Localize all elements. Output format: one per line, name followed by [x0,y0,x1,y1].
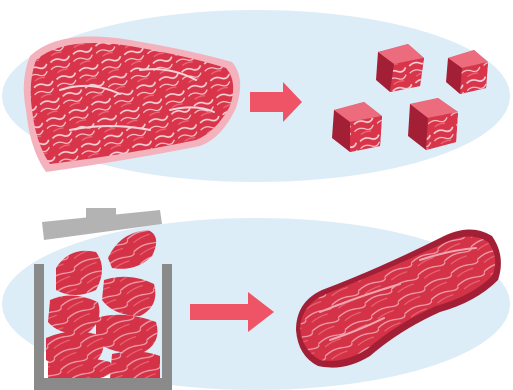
top-panel [2,10,510,182]
press-mold-icon [34,208,172,390]
bottom-panel [2,208,510,390]
